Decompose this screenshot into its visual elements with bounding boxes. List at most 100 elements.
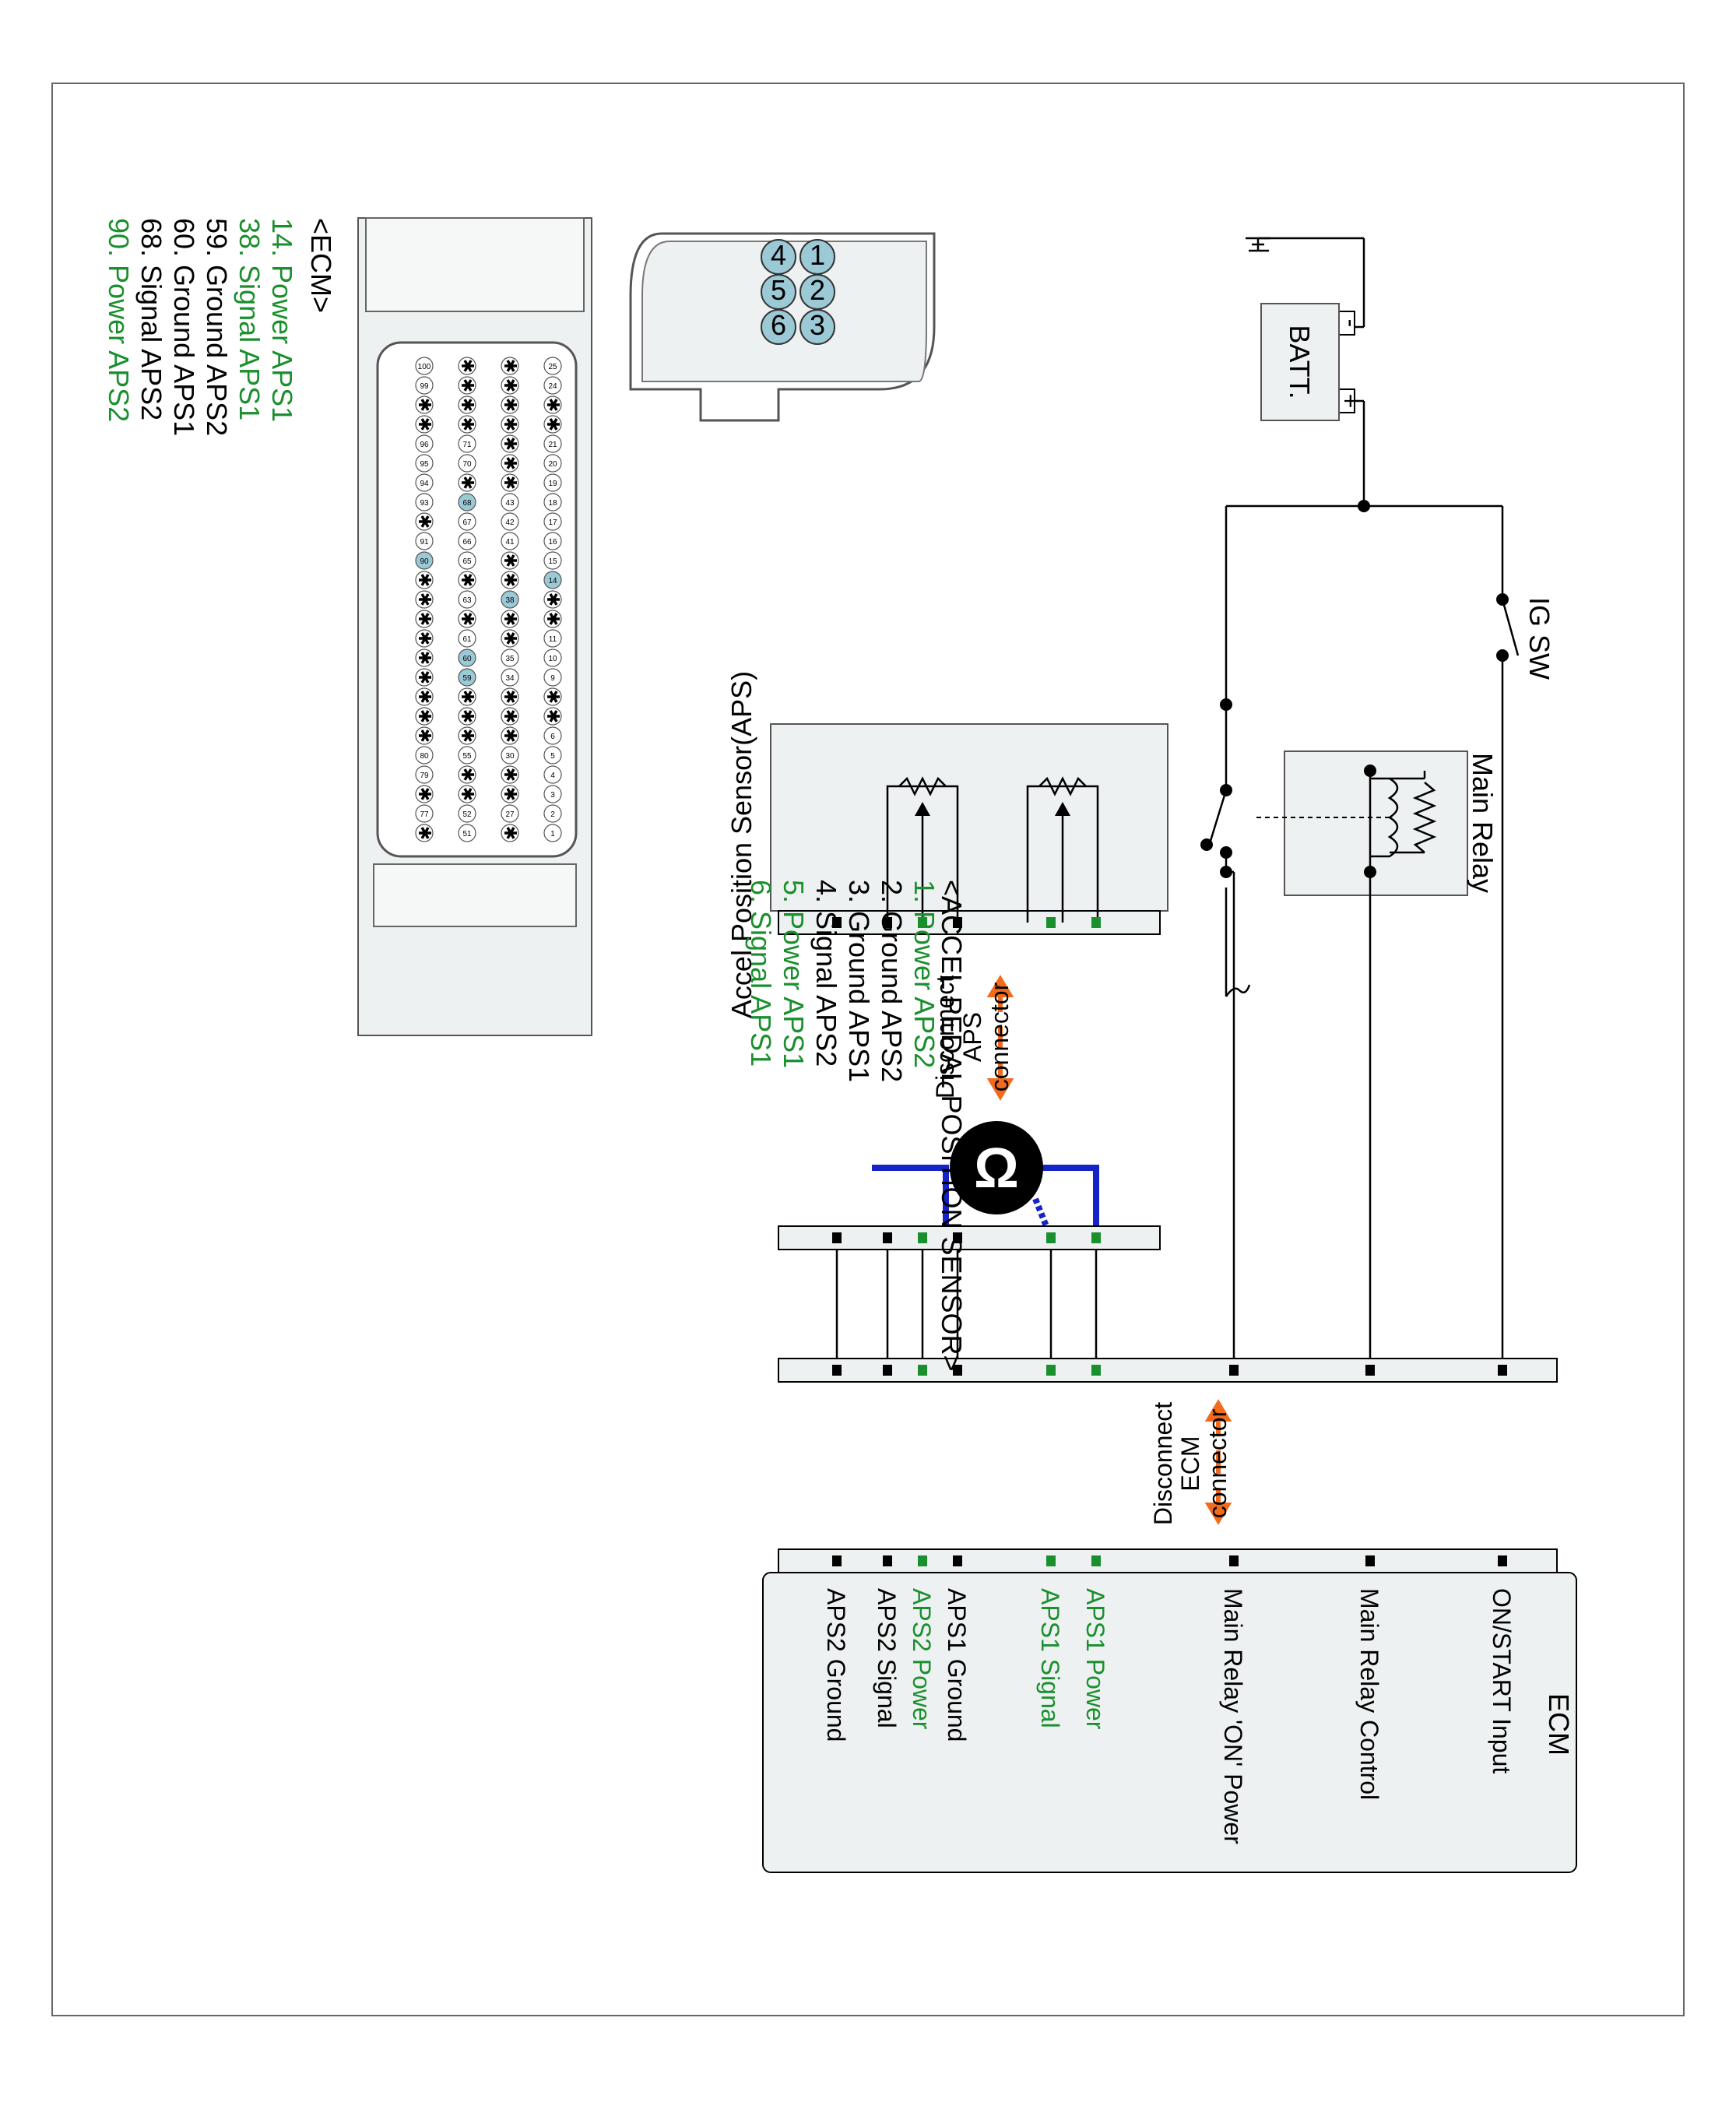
ecm-grid-pin xyxy=(458,590,476,609)
ecm-grid-pin xyxy=(501,649,519,667)
harness-pin xyxy=(883,1232,892,1243)
ecm-grid-pin-number: 68 xyxy=(462,499,472,508)
ecm-grid-pin xyxy=(543,376,562,395)
ecm-grid-pin-number: 100 xyxy=(418,363,431,371)
ecm-grid-pin xyxy=(501,454,519,473)
aps1-wiper-arrow xyxy=(1055,802,1070,816)
ecm-grid-pin-number: 90 xyxy=(420,557,429,566)
accel-face-pin-number: 1 xyxy=(810,239,825,271)
ecm-grid-pin xyxy=(543,746,562,765)
ecm-grid-pin-number: 80 xyxy=(420,752,429,761)
ecm-connector-title: <ECM> xyxy=(305,218,337,313)
ecm-grid-pin xyxy=(458,668,476,687)
ecm-grid-pin-number: 4 xyxy=(550,772,555,780)
ecm-grid-pin xyxy=(458,610,476,628)
ecm-grid-blank: ✱ xyxy=(543,592,563,606)
ecm-pin xyxy=(918,1555,927,1566)
ecm-grid-pin xyxy=(501,551,519,570)
ecm-grid-pin-number: 18 xyxy=(548,499,557,508)
ecm-pin-label: Main Relay 'ON' Power xyxy=(1219,1588,1247,1844)
ecm-grid-pin xyxy=(543,668,562,687)
ecm-connector-latch xyxy=(373,863,577,927)
ecm-pin-label: APS2 Signal xyxy=(873,1588,901,1728)
ecm-grid-pin xyxy=(501,687,519,706)
ecm-harness-pin xyxy=(953,1365,962,1376)
ecm-grid-pin-number: 5 xyxy=(550,752,555,761)
ecm-grid-pin xyxy=(501,395,519,414)
aps-disconnect-line2: APS xyxy=(958,1012,986,1062)
ecm-grid-pin xyxy=(458,473,476,492)
harness-pin xyxy=(1046,1232,1056,1243)
ecm-grid-blank: ✱ xyxy=(415,398,434,412)
ecm-grid-blank: ✱ xyxy=(458,573,477,587)
battery-label: BATT. xyxy=(1284,325,1316,399)
ecm-grid-pin xyxy=(458,746,476,765)
ecm-grid-blank: ✱ xyxy=(501,709,520,723)
ecm-grid-pin xyxy=(415,707,434,726)
ecm-grid-pin xyxy=(458,434,476,453)
ecm-grid-pin xyxy=(543,590,562,609)
ecm-grid-blank: ✱ xyxy=(415,690,434,704)
aps-pin xyxy=(953,917,962,928)
ecm-grid-pin xyxy=(458,687,476,706)
meter-lead-b xyxy=(1035,1165,1099,1238)
ecm-grid-pin xyxy=(458,395,476,414)
harness-pin xyxy=(953,1232,962,1243)
ecm-grid-blank: ✱ xyxy=(501,398,520,412)
harness-pin xyxy=(1091,1232,1101,1243)
ecm-grid-pin-number: 25 xyxy=(548,363,557,371)
ecm-grid-pin-number: 41 xyxy=(505,538,515,547)
ecm-grid-pin xyxy=(501,493,519,511)
ecm-grid-pin-number: 9 xyxy=(550,674,555,683)
ecm-grid-pin-number: 24 xyxy=(548,382,557,391)
ecm-grid-pin-number: 96 xyxy=(420,441,429,449)
ecm-grid-blank: ✱ xyxy=(501,612,520,626)
ecm-harness-panel xyxy=(778,1358,1558,1383)
ecm-connector-latch xyxy=(365,217,585,312)
harness-connector-pins xyxy=(832,1232,1101,1243)
ecm-harness-pin xyxy=(1229,1365,1239,1376)
ecm-pin xyxy=(1498,1555,1507,1566)
ecm-grid-pin xyxy=(458,493,476,511)
ecm-grid-blank: ✱ xyxy=(501,690,520,704)
ecm-grid-pin xyxy=(543,551,562,570)
ecm-grid-pin-number: 79 xyxy=(420,772,429,780)
aps-pin xyxy=(918,917,927,928)
ecm-grid-pin-number: 14 xyxy=(548,577,557,585)
aps-sensor-label: Accel Position Sensor(APS) xyxy=(726,671,757,1018)
ecm-grid-blank: ✱ xyxy=(501,378,520,392)
relay-terminal xyxy=(1364,765,1376,777)
ecm-grid-pin xyxy=(543,571,562,589)
ecm-grid-blank: ✱ xyxy=(458,709,477,723)
ecm-grid-pin-number: 15 xyxy=(548,557,557,566)
ecm-grid-pin xyxy=(458,629,476,648)
ecm-grid-pin xyxy=(415,415,434,434)
ecm-harness-pin xyxy=(1498,1365,1507,1376)
ecm-grid-blank: ✱ xyxy=(415,515,434,529)
ecm-harness-pins xyxy=(832,1365,1507,1376)
ecm-grid-blank: ✱ xyxy=(415,417,434,431)
ecm-pin-entry: 59. Ground APS2 xyxy=(201,218,233,436)
ecm-grid-pin-number: 51 xyxy=(462,830,472,838)
ecm-pin-entry: 90. Power APS2 xyxy=(103,218,135,422)
ecm-grid-pin xyxy=(543,493,562,511)
main-relay-body xyxy=(1284,750,1468,896)
ecm-grid-pin xyxy=(501,746,519,765)
ecm-pin xyxy=(1229,1555,1239,1566)
ecm-pin-entry: 60. Ground APS1 xyxy=(168,218,200,436)
ecm-grid-pin xyxy=(415,395,434,414)
ecm-grid-pin xyxy=(543,687,562,706)
main-relay-label: Main Relay xyxy=(1467,753,1499,893)
ecm-grid-pin-number: 63 xyxy=(462,596,472,605)
accel-face-pin-number: 5 xyxy=(771,274,786,306)
ecm-grid-pin xyxy=(501,532,519,550)
ecm-grid-pin-number: 2 xyxy=(550,810,555,819)
ecm-harness-pin xyxy=(918,1365,927,1376)
ecm-grid-pin xyxy=(501,415,519,434)
ecm-connector-panel xyxy=(778,1548,1558,1573)
ecm-grid-blank: ✱ xyxy=(543,612,563,626)
ecm-grid-pin-number: 95 xyxy=(420,460,429,469)
aps-pin xyxy=(1046,917,1056,928)
ecm-grid-pin xyxy=(501,707,519,726)
ecm-grid-pin xyxy=(543,415,562,434)
